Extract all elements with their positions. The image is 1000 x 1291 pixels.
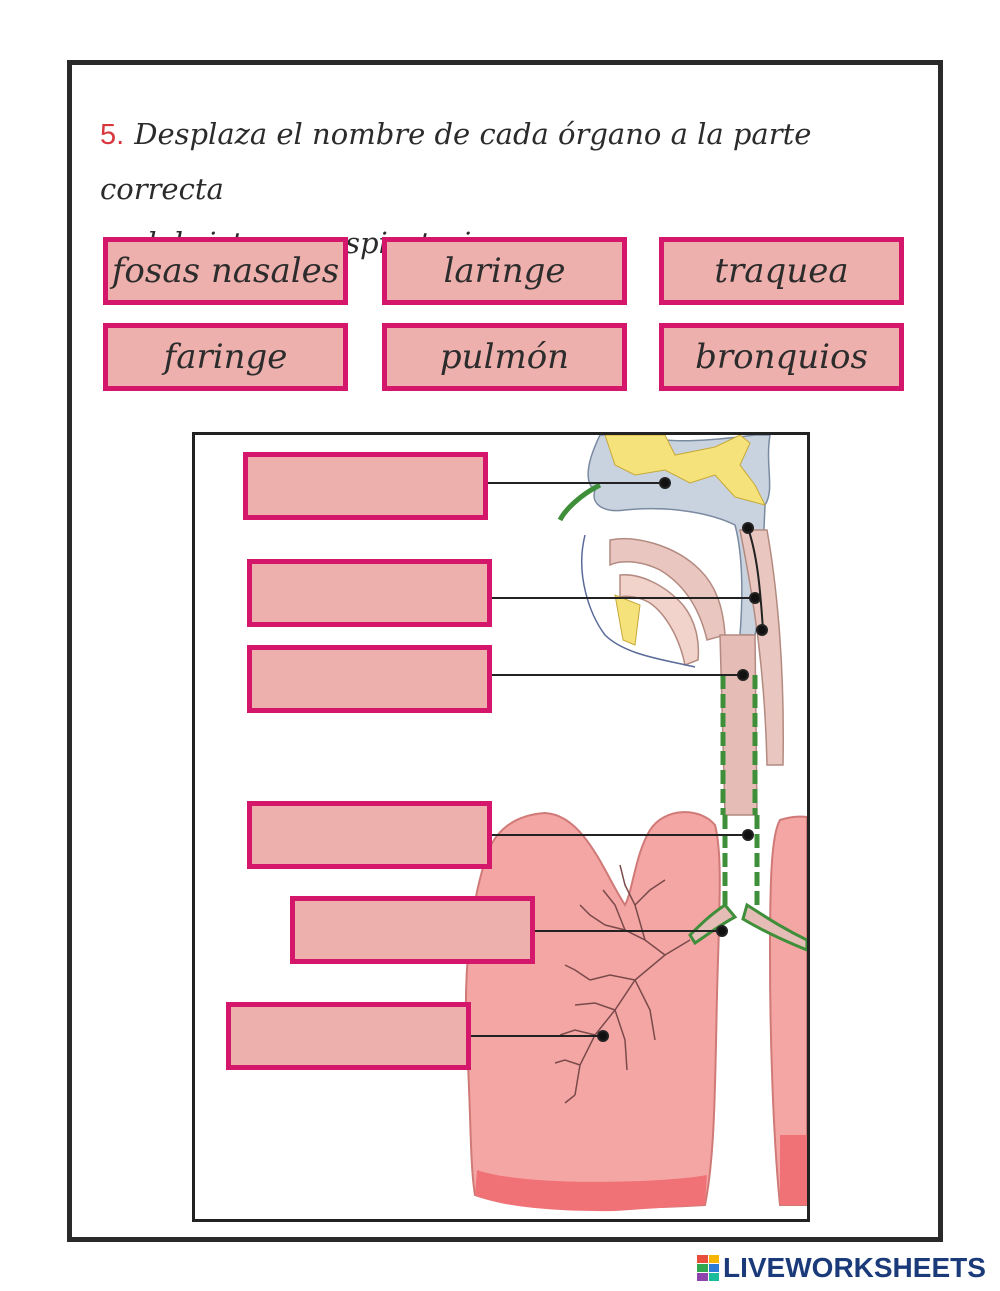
right-bronchus: [741, 902, 807, 952]
skull-bones: [604, 435, 766, 506]
word-faringe[interactable]: faringe: [103, 323, 348, 391]
left-lung-base: [475, 1170, 707, 1212]
word-bronquios[interactable]: bronquios: [659, 323, 904, 391]
nasal-lining: [557, 482, 602, 522]
left-lung: [464, 811, 721, 1209]
liveworksheets-brand: LIVEWORKSHEETS: [697, 1252, 986, 1284]
liveworksheets-logo-icon: [697, 1255, 719, 1281]
trachea: [719, 634, 758, 816]
word-fosas-nasales[interactable]: fosas nasales: [103, 237, 348, 305]
word-traquea[interactable]: traquea: [659, 237, 904, 305]
bronchioles: [554, 864, 691, 1104]
left-bronchus: [688, 903, 738, 946]
word-pulmon[interactable]: pulmón: [382, 323, 627, 391]
face-outline: [581, 534, 696, 668]
brand-name: LIVEWORKSHEETS: [723, 1252, 986, 1283]
word-laringe[interactable]: laringe: [382, 237, 627, 305]
drop-zone-6[interactable]: [226, 1002, 471, 1070]
right-lung-base: [780, 1135, 807, 1205]
label-connectors: [469, 477, 768, 1042]
lower-trachea-rings: [722, 815, 760, 905]
drop-zone-4[interactable]: [247, 801, 492, 869]
drop-zone-5[interactable]: [290, 896, 535, 964]
drop-zone-3[interactable]: [247, 645, 492, 713]
esophagus: [739, 529, 784, 766]
worksheet: 5.Desplaza el nombre de cada órgano a la…: [67, 60, 943, 1242]
drop-zone-2[interactable]: [247, 559, 492, 627]
question-number: 5.: [100, 119, 125, 151]
instruction-line-1: Desplaza el nombre de cada órgano a la p…: [100, 117, 812, 206]
jaw-bone: [614, 594, 641, 646]
respiratory-diagram: [192, 432, 810, 1222]
drop-zone-1[interactable]: [243, 452, 488, 520]
trachea-rings: [720, 675, 758, 815]
right-lung: [768, 815, 807, 1206]
